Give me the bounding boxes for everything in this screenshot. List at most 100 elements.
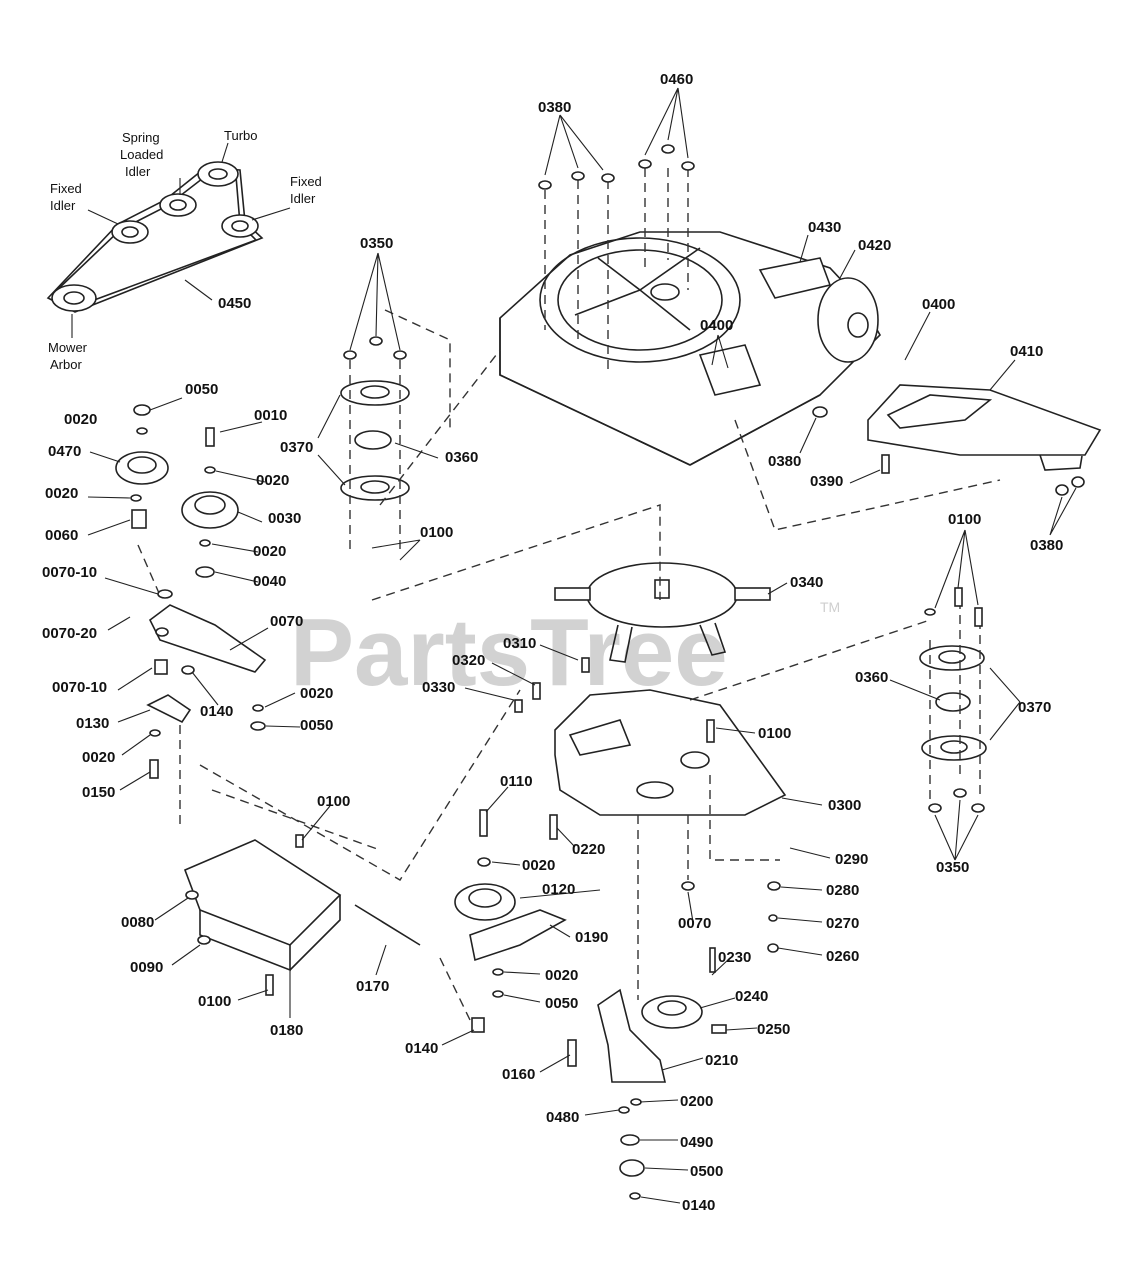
callout-0280: 0280 [826,882,859,899]
label-mower-arbor-1: Mower [48,340,88,355]
callout-0250: 0250 [757,1021,790,1038]
callout-0060: 0060 [45,527,78,544]
callout-0350-bottom: 0350 [936,859,969,876]
callout-0070-deck: 0070 [678,915,711,932]
callout-0240: 0240 [735,988,768,1005]
callout-0140-mid: 0140 [405,1040,438,1057]
label-fixed-idler-right-2: Idler [290,191,316,206]
idler-bracket-illustration [146,604,267,724]
callout-0040: 0040 [253,573,286,590]
callout-0370-right: 0370 [1018,699,1051,716]
callout-0100-right: 0100 [948,511,981,528]
callout-0020-a: 0020 [64,411,97,428]
leader-lines [87,87,1077,1204]
callout-0070-10-bottom: 0070-10 [52,679,107,696]
callout-0450: 0450 [218,295,251,312]
bracket-0210-illustration [597,988,667,1083]
callout-0200: 0200 [680,1093,713,1110]
callout-0370-left: 0370 [280,439,313,456]
callout-0360-left: 0360 [445,449,478,466]
pulley-0120-illustration [454,883,567,962]
callout-0470: 0470 [48,443,81,460]
callout-0380-right: 0380 [1030,537,1063,554]
label-fixed-idler-left-1: Fixed [50,181,82,196]
hardware [130,144,1085,1200]
pulley-0470-illustration [115,451,169,485]
callout-0020-h: 0020 [545,967,578,984]
callout-0090: 0090 [130,959,163,976]
pulley-0030-illustration [181,491,239,529]
bearing-housing-right-illustration [919,645,987,761]
callout-0320: 0320 [452,652,485,669]
label-spring-loaded-idler-1: Spring [122,130,160,145]
callout-0100-left: 0100 [317,793,350,810]
callout-0100-bottom: 0100 [198,993,231,1010]
callout-0110: 0110 [500,773,533,790]
callout-0230: 0230 [718,949,751,966]
callout-0050-mid: 0050 [300,717,333,734]
callout-0290: 0290 [835,851,868,868]
callout-0150: 0150 [82,784,115,801]
callout-0260: 0260 [826,948,859,965]
callout-0170: 0170 [356,978,389,995]
callout-0270: 0270 [826,915,859,932]
bearing-housing-left-illustration [340,380,410,501]
callout-0330: 0330 [422,679,455,696]
callout-0340: 0340 [790,574,823,591]
callout-0130: 0130 [76,715,109,732]
callout-0020-c: 0020 [45,485,78,502]
callout-0420: 0420 [858,237,891,254]
callout-0410: 0410 [1010,343,1043,360]
watermark-tm: TM [820,599,840,615]
label-fixed-idler-left-2: Idler [50,198,76,213]
callout-0160: 0160 [502,1066,535,1083]
callout-0460: 0460 [660,71,693,88]
callouts: 0380 0460 0430 0420 0400 0400 0410 0380 … [42,71,1063,1214]
fan-impeller-illustration [554,562,771,663]
label-spring-loaded-idler-3: Idler [125,164,151,179]
callout-0360-right: 0360 [855,669,888,686]
deck-plate-illustration [554,689,787,816]
callout-0100-deck: 0100 [758,725,791,742]
callout-0010: 0010 [254,407,287,424]
mount-plate-illustration [183,839,342,972]
callout-0380-top: 0380 [538,99,571,116]
callout-0020-d: 0020 [253,543,286,560]
assembly-lines [137,168,1001,1021]
callout-0070-20: 0070-20 [42,625,97,642]
callout-0020-e: 0020 [300,685,333,702]
callout-0030: 0030 [268,510,301,527]
blower-housing-illustration [499,231,881,466]
callout-0220: 0220 [572,841,605,858]
label-turbo: Turbo [224,128,257,143]
callout-0020-b: 0020 [256,472,289,489]
callout-0480: 0480 [546,1109,579,1126]
callout-0500: 0500 [690,1163,723,1180]
callout-0430: 0430 [808,219,841,236]
callout-0390: 0390 [810,473,843,490]
callout-0210: 0210 [705,1052,738,1069]
callout-0050-bottom: 0050 [545,995,578,1012]
callout-0300: 0300 [828,797,861,814]
callout-0020-g: 0020 [522,857,555,874]
callout-0310: 0310 [503,635,536,652]
callout-0080: 0080 [121,914,154,931]
callout-0400-center: 0400 [700,317,733,334]
chute-illustration [867,384,1102,471]
callout-0180: 0180 [270,1022,303,1039]
callout-0070-10-top: 0070-10 [42,564,97,581]
spring-0170-illustration [354,904,421,946]
callout-0140-top: 0140 [200,703,233,720]
label-mower-arbor-2: Arbor [50,357,82,372]
belt-routing-illustration [46,161,264,313]
callout-0140-bottom: 0140 [682,1197,715,1214]
pulley-0240-illustration [641,995,703,1029]
callout-0050-top: 0050 [185,381,218,398]
callout-0400-right: 0400 [922,296,955,313]
callout-0380-mid: 0380 [768,453,801,470]
label-fixed-idler-right-1: Fixed [290,174,322,189]
label-spring-loaded-idler-2: Loaded [120,147,163,162]
callout-0490: 0490 [680,1134,713,1151]
callout-0020-f: 0020 [82,749,115,766]
